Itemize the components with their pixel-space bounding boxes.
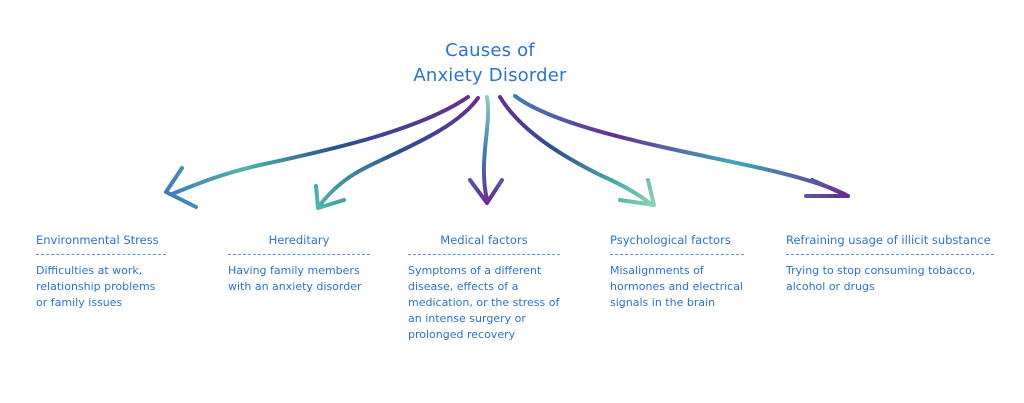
- cause-refraining-substance: Refraining usage of illicit substance Tr…: [786, 232, 994, 295]
- arrowhead-environmental-stress: [164, 166, 198, 209]
- cause-description: Difficulties at work, relationship probl…: [36, 264, 156, 309]
- cause-medical-factors: Medical factors Symptoms of a different …: [408, 232, 560, 343]
- dashed-divider: [408, 254, 560, 255]
- arrowhead-hereditary: [314, 184, 346, 210]
- dashed-divider: [36, 254, 166, 255]
- cause-description: Misalignments of hormones and electrical…: [610, 264, 744, 309]
- title-line-1: Causes of: [445, 40, 535, 61]
- arrow-refraining-substance: [513, 94, 850, 198]
- cause-heading: Psychological factors: [610, 233, 731, 247]
- cause-heading: Refraining usage of illicit substance: [786, 233, 991, 247]
- arrow-psychological-factors: [498, 95, 654, 207]
- dashed-divider: [610, 254, 744, 255]
- cause-heading: Hereditary: [268, 233, 330, 247]
- arrowhead-refraining-substance: [804, 178, 850, 198]
- arrowhead-medical-factors: [468, 178, 504, 205]
- cause-heading: Environmental Stress: [36, 233, 159, 247]
- arrow-medical-factors: [481, 95, 491, 202]
- title-line-2: Anxiety Disorder: [413, 65, 567, 86]
- cause-psychological-factors: Psychological factors Misalignments of h…: [610, 232, 744, 311]
- cause-hereditary: Hereditary Having family members with an…: [228, 232, 370, 295]
- cause-description: Having family members with an anxiety di…: [228, 264, 362, 293]
- dashed-divider: [228, 254, 370, 255]
- cause-description: Trying to stop consuming tobacco, alcoho…: [786, 264, 976, 293]
- cause-environmental-stress: Environmental Stress Difficulties at wor…: [36, 232, 166, 311]
- cause-heading: Medical factors: [440, 233, 528, 247]
- dashed-divider: [786, 254, 994, 255]
- arrow-environmental-stress: [170, 95, 470, 196]
- cause-description: Symptoms of a different disease, effects…: [408, 264, 560, 341]
- arrowhead-psychological-factors: [618, 178, 656, 207]
- arrow-hereditary: [318, 96, 480, 207]
- diagram-title: Causes of Anxiety Disorder: [380, 38, 600, 88]
